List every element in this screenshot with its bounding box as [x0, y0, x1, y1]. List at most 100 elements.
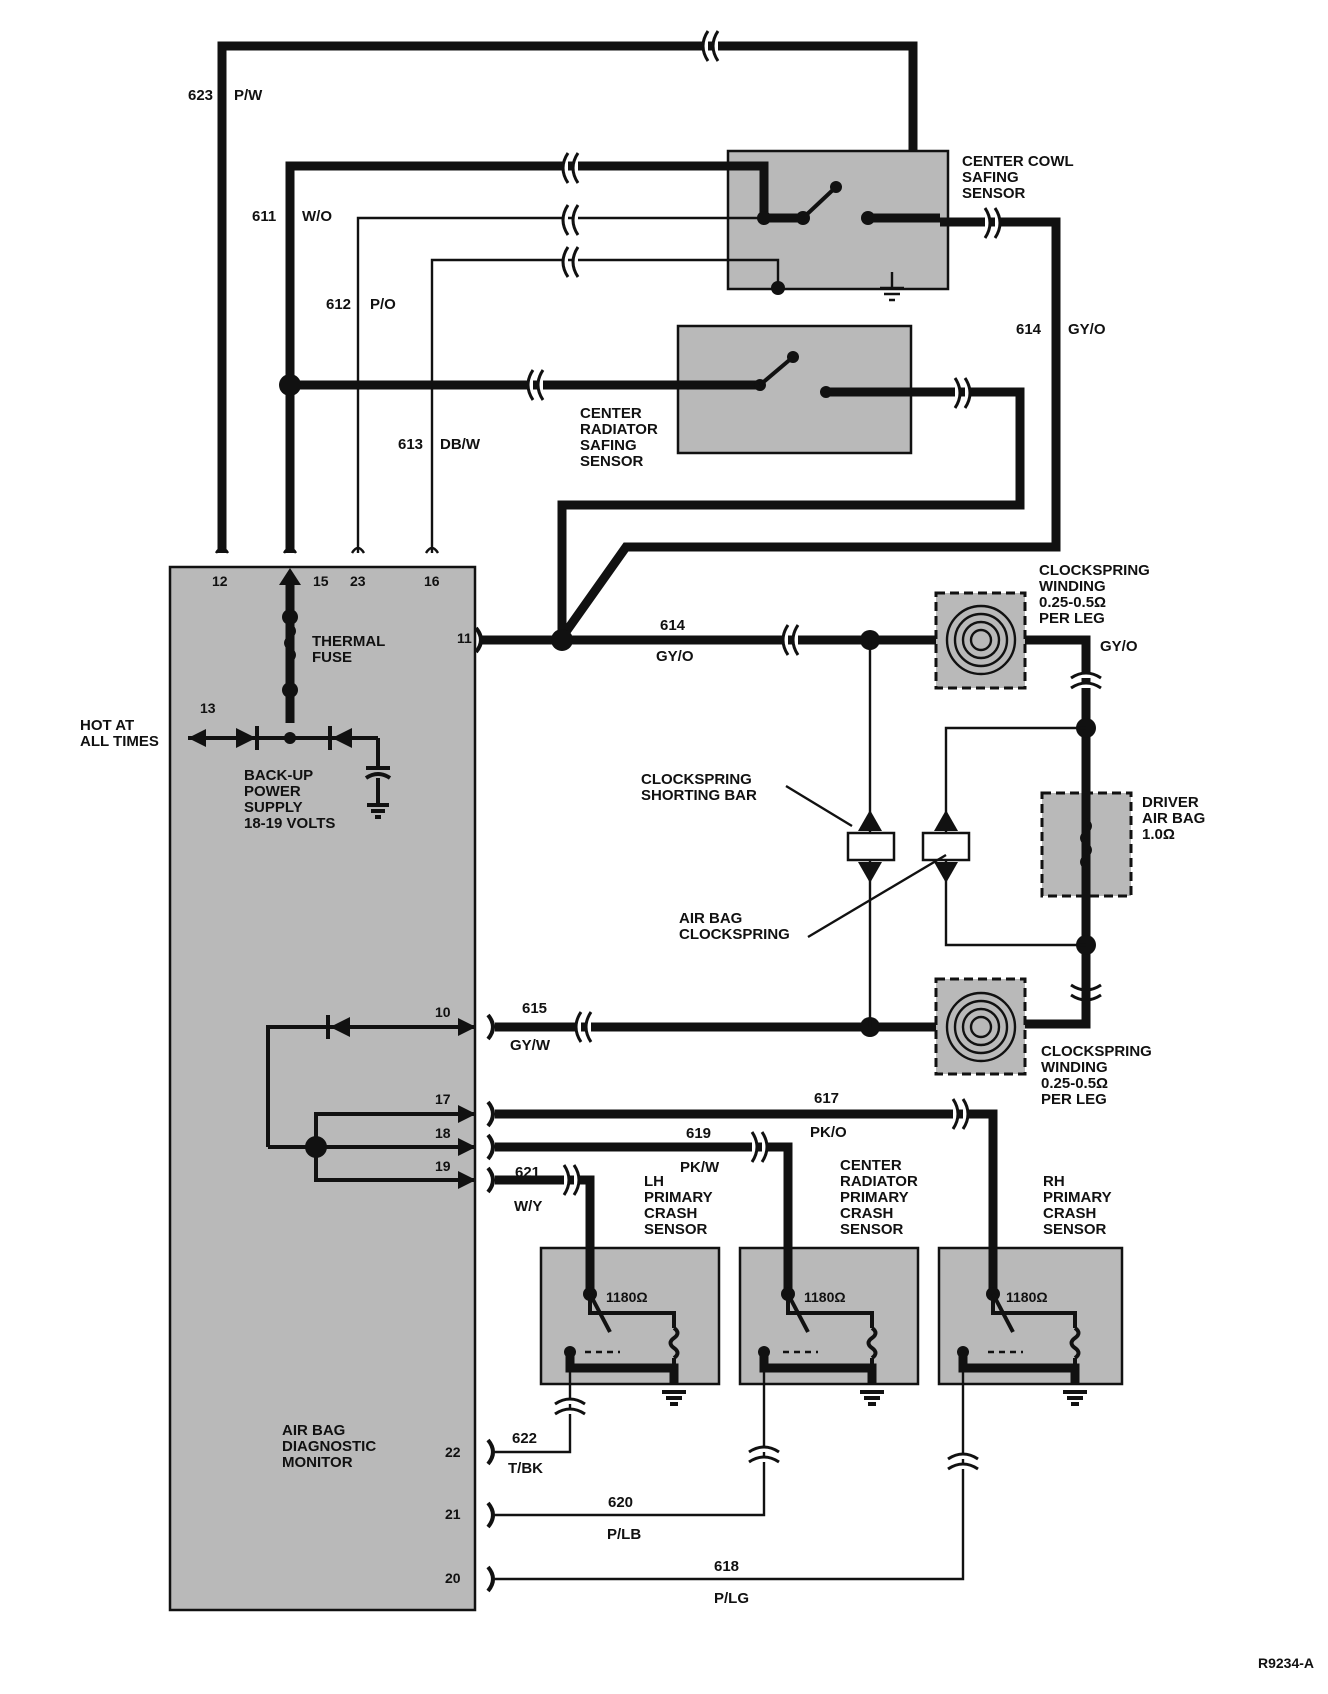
wire-623	[217, 41, 918, 553]
diode-3-icon	[330, 1017, 350, 1037]
wire-620-number: 620	[608, 1494, 633, 1511]
wire-613-color: DB/W	[440, 436, 481, 453]
wire-612	[356, 216, 764, 553]
connector-611	[561, 152, 580, 184]
wire-614-main-number: 614	[660, 617, 686, 634]
air-bag-clockspring-label: AIR BAG CLOCKSPRING	[679, 910, 790, 943]
connector-617	[951, 1098, 970, 1130]
pin-10: 10	[435, 1004, 451, 1020]
pin-22: 22	[445, 1444, 461, 1460]
pin-21: 21	[445, 1506, 461, 1522]
wire-623-color: P/W	[234, 87, 263, 104]
pin-16: 16	[424, 573, 440, 589]
wire-611-color: W/O	[302, 208, 332, 225]
rh-sensor-resistance: 1180Ω	[1006, 1289, 1048, 1305]
wire-615-number: 615	[522, 1000, 547, 1017]
connector-623	[701, 30, 720, 62]
diode-1-icon	[236, 728, 256, 748]
wire-618-number: 618	[714, 1558, 739, 1575]
wire-611-number: 611	[252, 208, 276, 225]
wire-618	[495, 1364, 965, 1581]
clockspring-shorting-bar-label: CLOCKSPRING SHORTING BAR	[641, 771, 757, 804]
connector-621	[562, 1164, 581, 1196]
hot-at-all-times-label: HOT AT ALL TIMES	[80, 717, 159, 750]
wire-614-right	[559, 217, 1061, 639]
pin-20: 20	[445, 1570, 461, 1586]
air-bag-diagnostic-monitor-box	[168, 565, 477, 1612]
lh-sensor-switch-icon	[564, 1287, 686, 1406]
wire-619-color: PK/W	[680, 1159, 720, 1176]
pin-18: 18	[435, 1125, 451, 1141]
wire-612-number: 612	[326, 296, 351, 313]
lh-primary-crash-sensor-label: LH PRIMARY CRASH SENSOR	[644, 1173, 717, 1238]
ground-icon	[880, 272, 904, 302]
clockspring-coil-bottom-icon	[945, 991, 1017, 1063]
figure-id: R9234-A	[1258, 1655, 1314, 1671]
connector-radiator-safing-right	[953, 377, 972, 409]
wire-619	[495, 1142, 793, 1294]
center-sensor-switch-icon	[758, 1287, 884, 1406]
driver-air-bag-label: DRIVER AIR BAG 1.0Ω	[1142, 794, 1210, 843]
connector-620	[748, 1445, 780, 1464]
wire-619-number: 619	[686, 1125, 711, 1142]
wire-621	[495, 1175, 595, 1294]
air-bag-igniter-coil-icon	[1080, 818, 1092, 870]
clockspring-winding-bottom-box	[934, 977, 1027, 1076]
backup-power-supply-label: BACK-UP POWER SUPPLY 18-19 VOLTS	[244, 767, 335, 832]
rh-sensor-switch-icon	[957, 1287, 1087, 1406]
pin-17: 17	[435, 1091, 451, 1107]
connector-612	[561, 204, 580, 236]
leader-shorting-bar	[785, 784, 853, 828]
center-radiator-primary-crash-sensor-label: CENTER RADIATOR PRIMARY CRASH SENSOR	[840, 1157, 922, 1238]
wire-612-color: P/O	[370, 296, 396, 313]
connector-614-main	[781, 624, 800, 656]
connector-radiator-safing-left	[526, 369, 545, 401]
pin-23: 23	[350, 573, 366, 589]
clockspring-coil-top-icon	[945, 604, 1017, 676]
wire-622	[495, 1364, 572, 1454]
diode-2-icon	[332, 728, 352, 748]
wire-620-color: P/LB	[607, 1526, 641, 1543]
wire-621-number: 621	[515, 1164, 540, 1181]
shorting-bar-left	[846, 831, 896, 862]
wire-614-right-number: 614	[1016, 321, 1042, 338]
center-cowl-safing-sensor-label: CENTER COWL SAFING SENSOR	[962, 153, 1078, 202]
center-radiator-primary-crash-sensor-box	[738, 1246, 920, 1386]
connector-619	[750, 1131, 769, 1163]
wire-613	[430, 258, 780, 553]
pin-15: 15	[313, 573, 329, 589]
wire-614-clock-color: GY/O	[1100, 638, 1138, 655]
wire-623-number: 623	[188, 87, 213, 104]
wire-621-color: W/Y	[514, 1198, 542, 1215]
wire-620	[495, 1364, 766, 1517]
wire-617-color: PK/O	[810, 1124, 847, 1141]
thermal-fuse-label: THERMAL FUSE	[312, 633, 389, 666]
connector-615	[574, 1011, 593, 1043]
wire-617	[495, 1109, 998, 1294]
center-sensor-resistance: 1180Ω	[804, 1289, 846, 1305]
wire-615-color: GY/W	[510, 1037, 551, 1054]
wire-614-right-color: GY/O	[1068, 321, 1106, 338]
connector-614-top	[983, 207, 1002, 239]
connector-622	[554, 1397, 586, 1416]
air-bag-diagnostic-monitor-label: AIR BAG DIAGNOSTIC MONITOR	[282, 1422, 380, 1471]
clockspring-winding-bottom-label: CLOCKSPRING WINDING 0.25-0.5Ω PER LEG	[1041, 1043, 1156, 1108]
connector-613	[561, 246, 580, 278]
clockspring-winding-top-label: CLOCKSPRING WINDING 0.25-0.5Ω PER LEG	[1039, 562, 1154, 627]
rh-primary-crash-sensor-label: RH PRIMARY CRASH SENSOR	[1043, 1173, 1116, 1238]
rh-primary-crash-sensor-box	[937, 1246, 1124, 1386]
wire-617-number: 617	[814, 1090, 839, 1107]
wire-613-number: 613	[398, 436, 423, 453]
pin-13: 13	[200, 700, 216, 716]
connector-618	[947, 1452, 979, 1471]
wire-611	[285, 161, 769, 553]
capacitor-icon	[364, 766, 392, 805]
lh-sensor-resistance: 1180Ω	[606, 1289, 648, 1305]
thermal-fuse-icon	[284, 623, 296, 663]
wire-622-color: T/BK	[508, 1460, 543, 1477]
leader-air-bag-clockspring	[807, 853, 947, 939]
center-radiator-safing-sensor-label: CENTER RADIATOR SAFING SENSOR	[580, 405, 662, 470]
wire-614-main-color: GY/O	[656, 648, 694, 665]
pin-12: 12	[212, 573, 228, 589]
